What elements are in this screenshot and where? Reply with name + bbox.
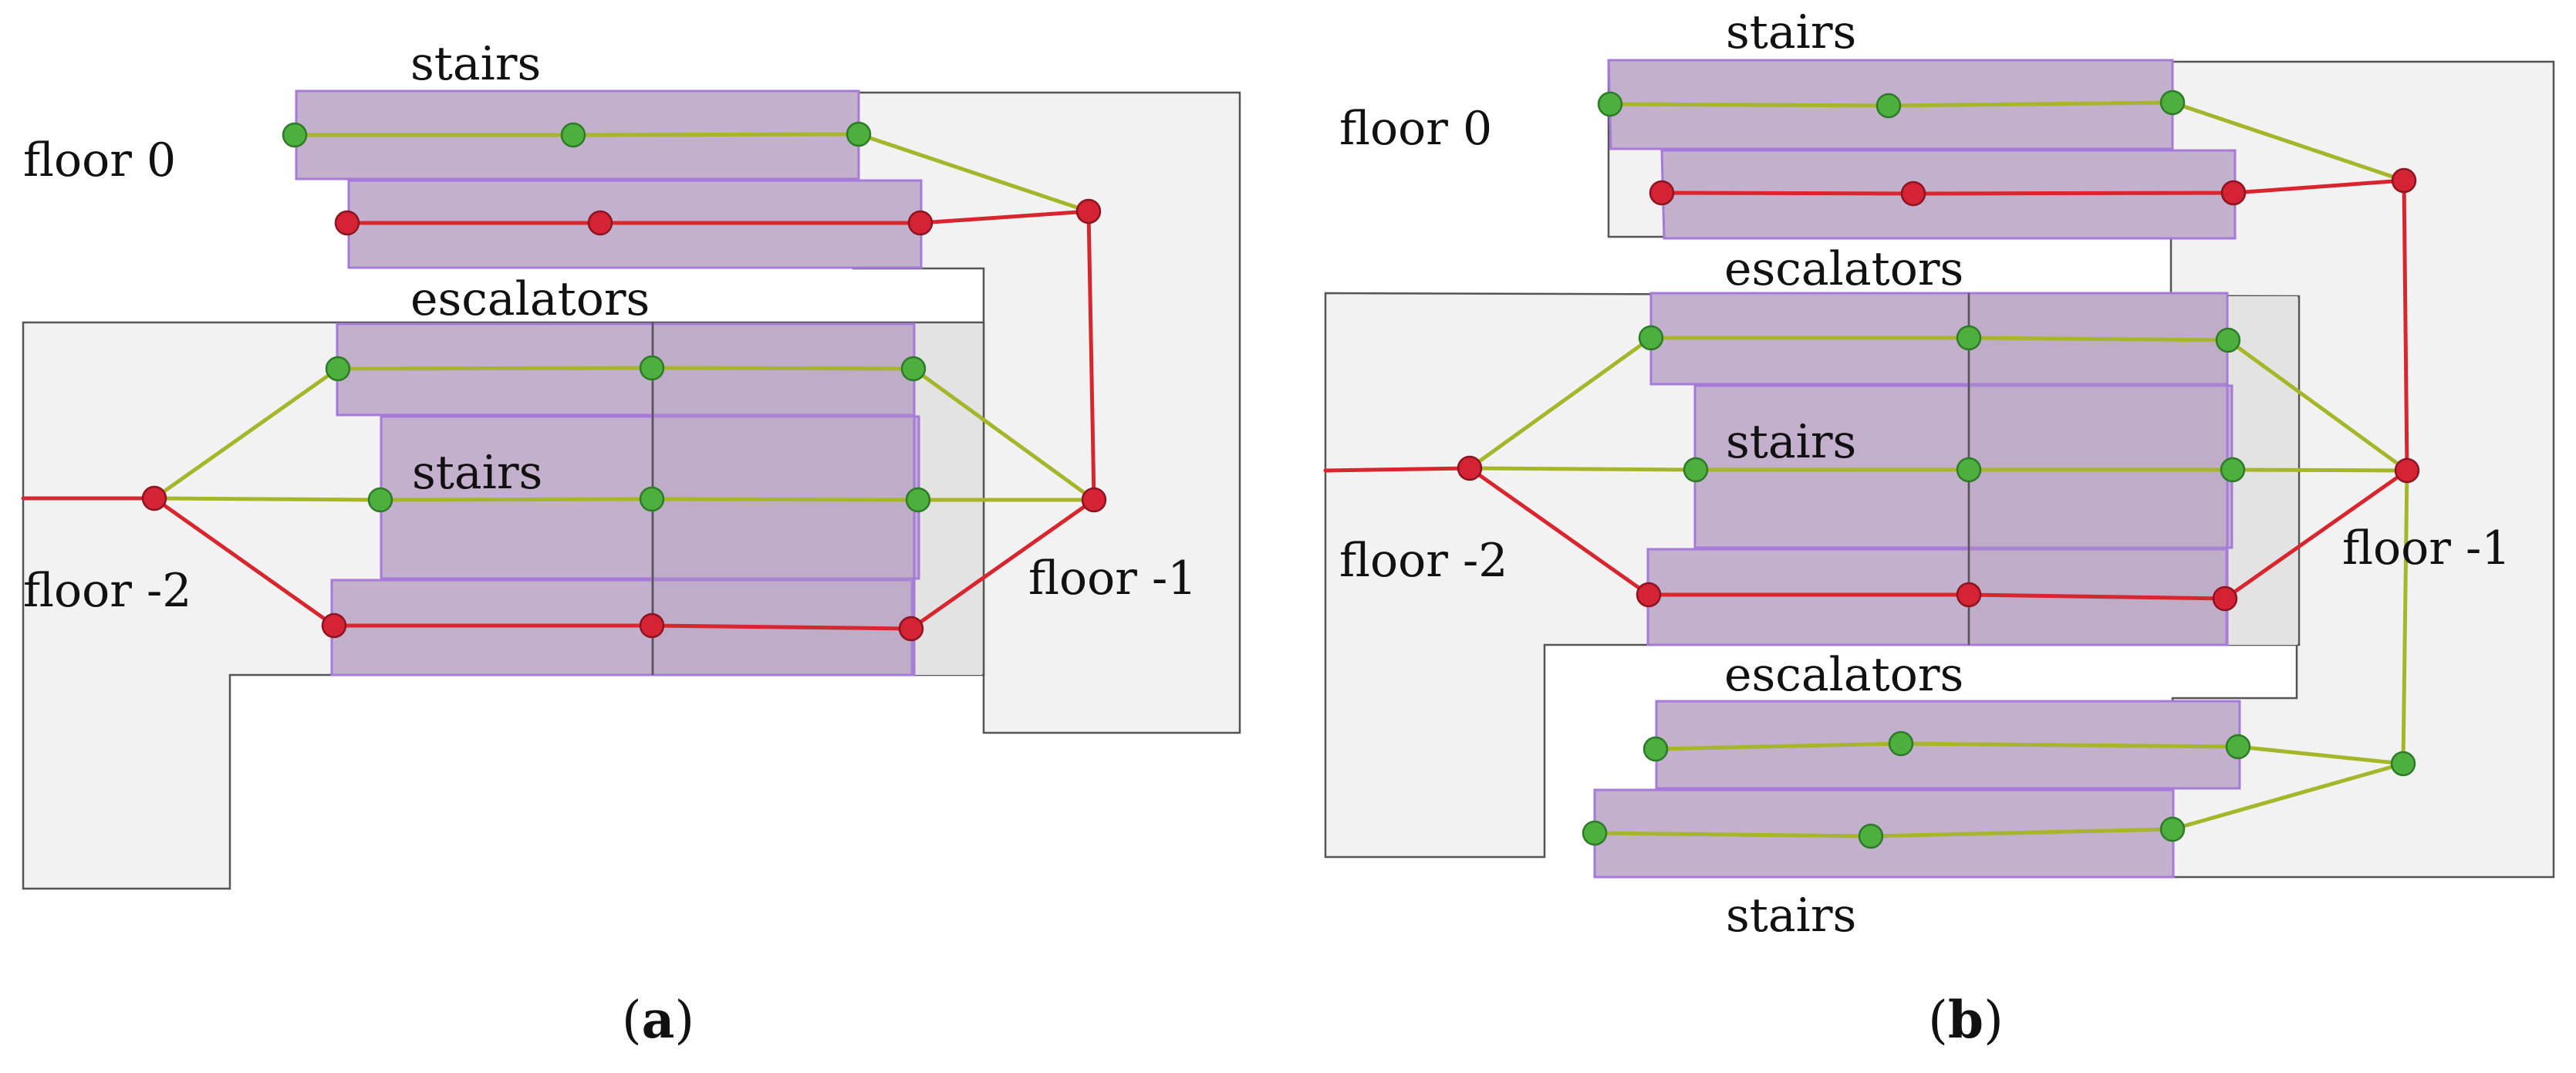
edge-green bbox=[1653, 741, 2406, 766]
label-floor-0: floor 0 bbox=[23, 133, 176, 187]
label-floor-0: floor 0 bbox=[1339, 102, 1492, 156]
node-red bbox=[1956, 582, 1982, 608]
node-green bbox=[1582, 820, 1608, 846]
label-floor-minus1: floor -1 bbox=[2342, 521, 2510, 575]
label-stairs-top: stairs bbox=[1726, 5, 1856, 59]
node-green bbox=[1597, 91, 1623, 117]
node-green bbox=[2390, 751, 2416, 777]
label-floor-minus2: floor -2 bbox=[23, 564, 191, 618]
node-red bbox=[1636, 582, 1662, 608]
node-green bbox=[1642, 736, 1669, 762]
node-green bbox=[560, 122, 586, 148]
node-red bbox=[321, 612, 347, 639]
edge-green bbox=[2401, 468, 2409, 766]
label-escalators-lower: escalators bbox=[1724, 648, 1963, 702]
label-stairs-top: stairs bbox=[410, 37, 541, 91]
stairs-slab-bottom bbox=[1593, 788, 2175, 879]
panel-b-nodes bbox=[1457, 89, 2420, 849]
node-green bbox=[1875, 93, 1902, 119]
node-red bbox=[639, 612, 665, 639]
node-green bbox=[1858, 823, 1884, 849]
node-green bbox=[846, 121, 872, 147]
node-red bbox=[1457, 455, 1483, 481]
panel-b: floor 0 stairs escalators stairs floor -… bbox=[1323, 5, 2555, 1050]
node-green bbox=[2159, 816, 2186, 842]
node-red bbox=[2212, 585, 2238, 612]
node-red bbox=[1649, 180, 1675, 206]
edge-green bbox=[152, 496, 1096, 502]
label-floor-minus2: floor -2 bbox=[1339, 534, 1507, 588]
node-red bbox=[2220, 180, 2247, 206]
edge-red bbox=[21, 496, 1096, 631]
node-green bbox=[282, 122, 308, 148]
node-green bbox=[639, 486, 665, 512]
node-green bbox=[367, 487, 393, 513]
edge-green bbox=[1608, 100, 2406, 183]
node-red bbox=[1081, 487, 1107, 513]
node-red bbox=[907, 210, 934, 236]
label-stairs-middle: stairs bbox=[412, 446, 542, 500]
edge-red bbox=[1323, 466, 2409, 601]
node-green bbox=[2225, 734, 2251, 760]
node-green bbox=[325, 356, 351, 382]
caption-a: (a) bbox=[622, 990, 694, 1050]
node-red bbox=[2391, 167, 2417, 194]
label-stairs-middle: stairs bbox=[1726, 415, 1856, 469]
node-green bbox=[2215, 327, 2241, 353]
node-green bbox=[1638, 325, 1664, 351]
edge-green bbox=[856, 132, 1091, 214]
node-red bbox=[1900, 181, 1926, 207]
node-green bbox=[2220, 457, 2246, 483]
node-red bbox=[334, 210, 360, 236]
node-green bbox=[639, 355, 665, 381]
node-red bbox=[141, 485, 167, 511]
node-green bbox=[1888, 731, 1914, 757]
node-green bbox=[1956, 457, 1982, 483]
label-stairs-bottom: stairs bbox=[1726, 889, 1856, 943]
node-green bbox=[905, 487, 931, 513]
label-escalators: escalators bbox=[410, 272, 650, 326]
node-red bbox=[1075, 198, 1102, 224]
node-green bbox=[900, 356, 927, 382]
panel-a-nodes bbox=[141, 121, 1107, 642]
node-green bbox=[2159, 89, 2186, 116]
caption-b: (b) bbox=[1928, 990, 2004, 1050]
label-escalators-upper: escalators bbox=[1724, 242, 1963, 296]
node-red bbox=[2394, 457, 2420, 484]
node-red bbox=[587, 210, 613, 236]
panel-a: floor 0 stairs escalators stairs floor -… bbox=[21, 37, 1241, 1050]
label-floor-minus1: floor -1 bbox=[1028, 552, 1197, 606]
node-green bbox=[1683, 457, 1709, 483]
node-green bbox=[1956, 325, 1982, 351]
edge-green bbox=[1467, 466, 2409, 473]
edge-green bbox=[1592, 761, 2406, 838]
node-red bbox=[898, 616, 924, 642]
